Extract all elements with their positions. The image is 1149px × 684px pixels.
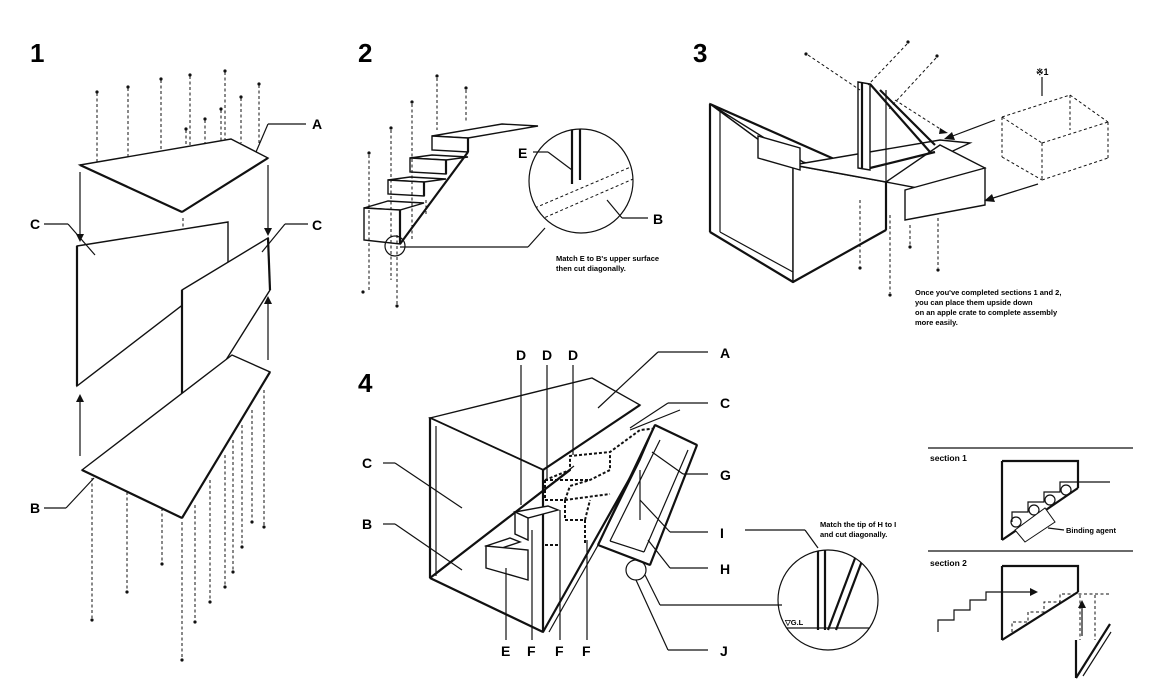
step-1-number: 1: [30, 38, 44, 68]
step-4-number: 4: [358, 368, 373, 398]
step-4-note-line-2: and cut diagonally.: [820, 530, 887, 539]
step-4: 4: [358, 345, 896, 659]
step-3-number: 3: [693, 38, 707, 68]
section-2: section 2: [930, 558, 1112, 679]
label-b-detail: B: [653, 211, 663, 227]
step-2-nails: [361, 74, 468, 308]
step-1: 1 A C C: [30, 38, 322, 662]
label-a-step-4: A: [720, 345, 730, 361]
label-f-2: F: [555, 643, 564, 659]
label-f-3: F: [582, 643, 591, 659]
label-d-1: D: [516, 347, 526, 363]
step-2: 2: [358, 38, 663, 308]
section-1: section 1 Binding agent: [928, 447, 1133, 552]
label-d-2: D: [542, 347, 552, 363]
detail-circle-h-i: [777, 549, 879, 651]
section-1-title: section 1: [930, 453, 967, 463]
label-i: I: [720, 525, 724, 541]
label-c-left: C: [30, 216, 40, 232]
label-c-left-step-4: C: [362, 455, 372, 471]
step-2-note-line-2: then cut diagonally.: [556, 264, 626, 273]
label-e-step-4: E: [501, 643, 510, 659]
label-c-right: C: [312, 217, 322, 233]
step-3-note-line-3: on an apple crate to complete assembly: [915, 308, 1058, 317]
label-j: J: [720, 643, 728, 659]
step-3-structure: [708, 81, 987, 284]
step-3-note-line-2: you can place them upside down: [915, 298, 1033, 307]
detail-circle-e-b: [528, 128, 634, 234]
step-4-structure: [427, 377, 699, 634]
step-3: 3: [693, 38, 1109, 327]
staircase: [363, 123, 539, 245]
step-3-note-line-4: more easily.: [915, 318, 958, 327]
label-c-top: C: [720, 395, 730, 411]
step-2-number: 2: [358, 38, 372, 68]
binding-agent-label: Binding agent: [1066, 526, 1116, 535]
label-g: G: [720, 467, 731, 483]
ground-level-mark: ▽G.L: [784, 618, 804, 627]
label-b-step-4: B: [362, 516, 372, 532]
step-2-note-line-1: Match E to B's upper surface: [556, 254, 659, 263]
step-3-note-line-1: Once you've completed sections 1 and 2,: [915, 288, 1061, 297]
label-f-1: F: [527, 643, 536, 659]
reference-crate: [1001, 94, 1109, 181]
label-b: B: [30, 500, 40, 516]
step-1-nails-top: [95, 69, 261, 165]
step-4-note-line-1: Match the tip of H to I: [820, 520, 896, 529]
section-2-title: section 2: [930, 558, 967, 568]
step-1-nails-bottom: [90, 390, 266, 662]
reference-mark: ※1: [1036, 67, 1049, 77]
label-d-3: D: [568, 347, 578, 363]
label-a: A: [312, 116, 322, 132]
label-h: H: [720, 561, 730, 577]
label-e: E: [518, 145, 527, 161]
